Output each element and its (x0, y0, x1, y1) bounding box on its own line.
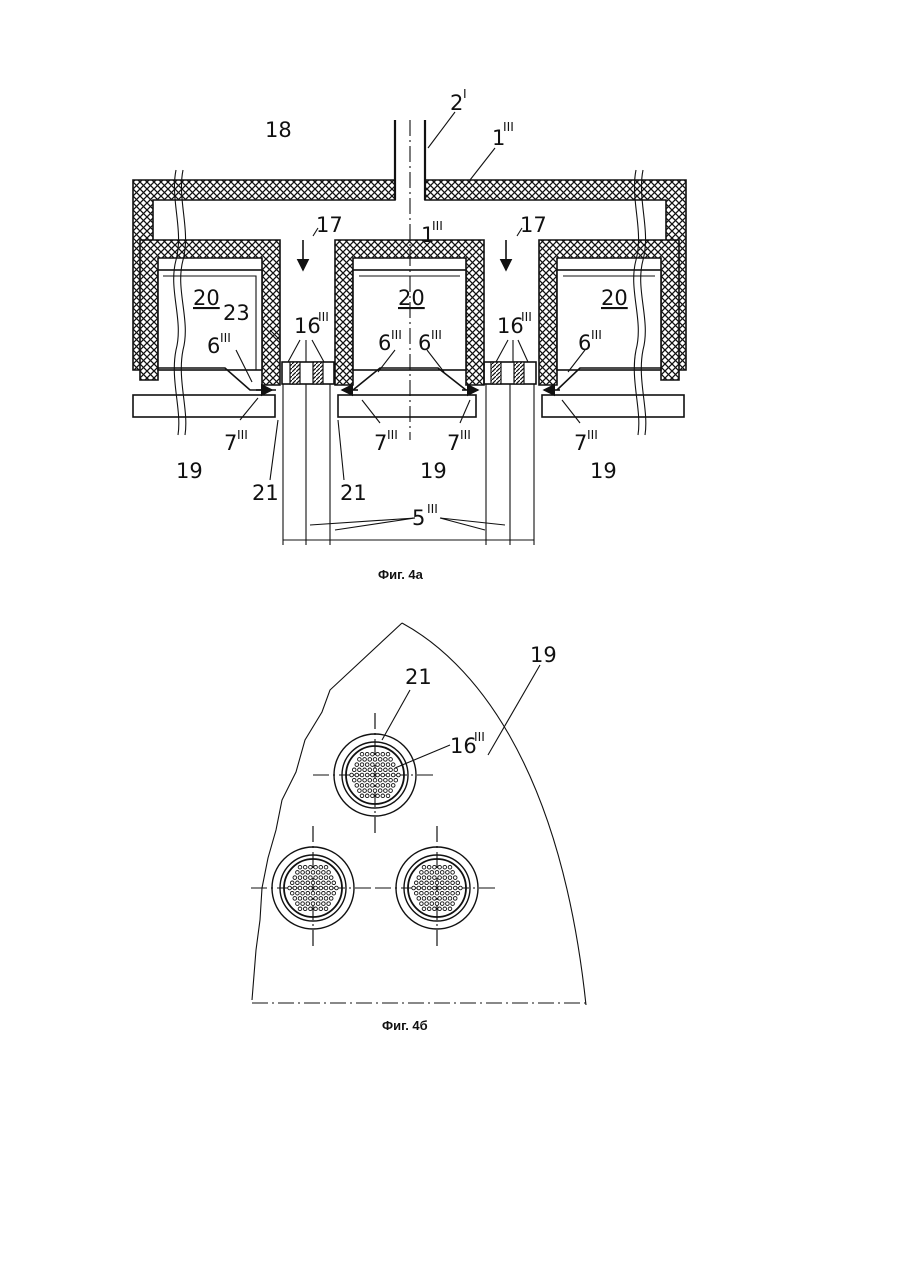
label-21-b: 21 (405, 665, 432, 689)
label-18: 18 (265, 118, 292, 142)
label-5: 5 (412, 506, 425, 530)
label-20-mid: 20 (398, 286, 425, 310)
label-7-2-sup: III (387, 427, 398, 442)
label-16-right: 16 (497, 314, 524, 338)
label-19-2: 19 (420, 459, 447, 483)
label-5-sup: III (427, 501, 438, 516)
caption-fig-4a: Фиг. 4а (378, 567, 424, 582)
label-19-3: 19 (590, 459, 617, 483)
label-6-2-sup: III (391, 327, 402, 342)
label-6-1: 6 (207, 334, 220, 358)
label-20-left: 20 (193, 286, 220, 310)
label-16-right-sup: III (521, 309, 532, 324)
label-6-2: 6 (378, 331, 391, 355)
label-2-sup: I (463, 86, 467, 101)
label-2: 2 (450, 91, 463, 115)
nozzle-disc (375, 826, 499, 950)
label-6-4-sup: III (591, 327, 602, 342)
label-6-3: 6 (418, 331, 431, 355)
label-1-mid-sup: III (432, 218, 443, 233)
label-19-1: 19 (176, 459, 203, 483)
label-7-2: 7 (374, 431, 387, 455)
figure-4a: 18 2 I 1 III 1 III 17 17 20 20 20 23 16 … (133, 86, 686, 582)
label-16-left-sup: III (318, 309, 329, 324)
nozzle-disc (251, 826, 375, 950)
figure-4b: 19 21 16 III Фиг. 4б (251, 623, 586, 1033)
label-7-4: 7 (574, 431, 587, 455)
label-16-left: 16 (294, 314, 321, 338)
label-6-1-sup: III (220, 330, 231, 345)
label-7-1-sup: III (237, 427, 248, 442)
label-7-4-sup: III (587, 427, 598, 442)
label-19-b: 19 (530, 643, 557, 667)
label-6-3-sup: III (431, 327, 442, 342)
label-21-2: 21 (340, 481, 367, 505)
label-1-top-sup: III (503, 119, 514, 134)
label-17-right: 17 (520, 213, 547, 237)
chamber-right (557, 270, 661, 370)
base-plate-mid (338, 395, 476, 417)
label-17-left: 17 (316, 213, 343, 237)
label-7-3-sup: III (460, 427, 471, 442)
label-7-1: 7 (224, 431, 237, 455)
label-20-right: 20 (601, 286, 628, 310)
label-7-3: 7 (447, 431, 460, 455)
label-16-b-sup: III (474, 729, 485, 744)
base-plate-left (133, 395, 275, 417)
label-16-b: 16 (450, 734, 477, 758)
caption-fig-4b: Фиг. 4б (382, 1018, 428, 1033)
nozzle-disc (313, 713, 437, 837)
label-21-1: 21 (252, 481, 279, 505)
base-plate-right (542, 395, 684, 417)
label-6-4: 6 (578, 331, 591, 355)
label-23: 23 (223, 301, 250, 325)
